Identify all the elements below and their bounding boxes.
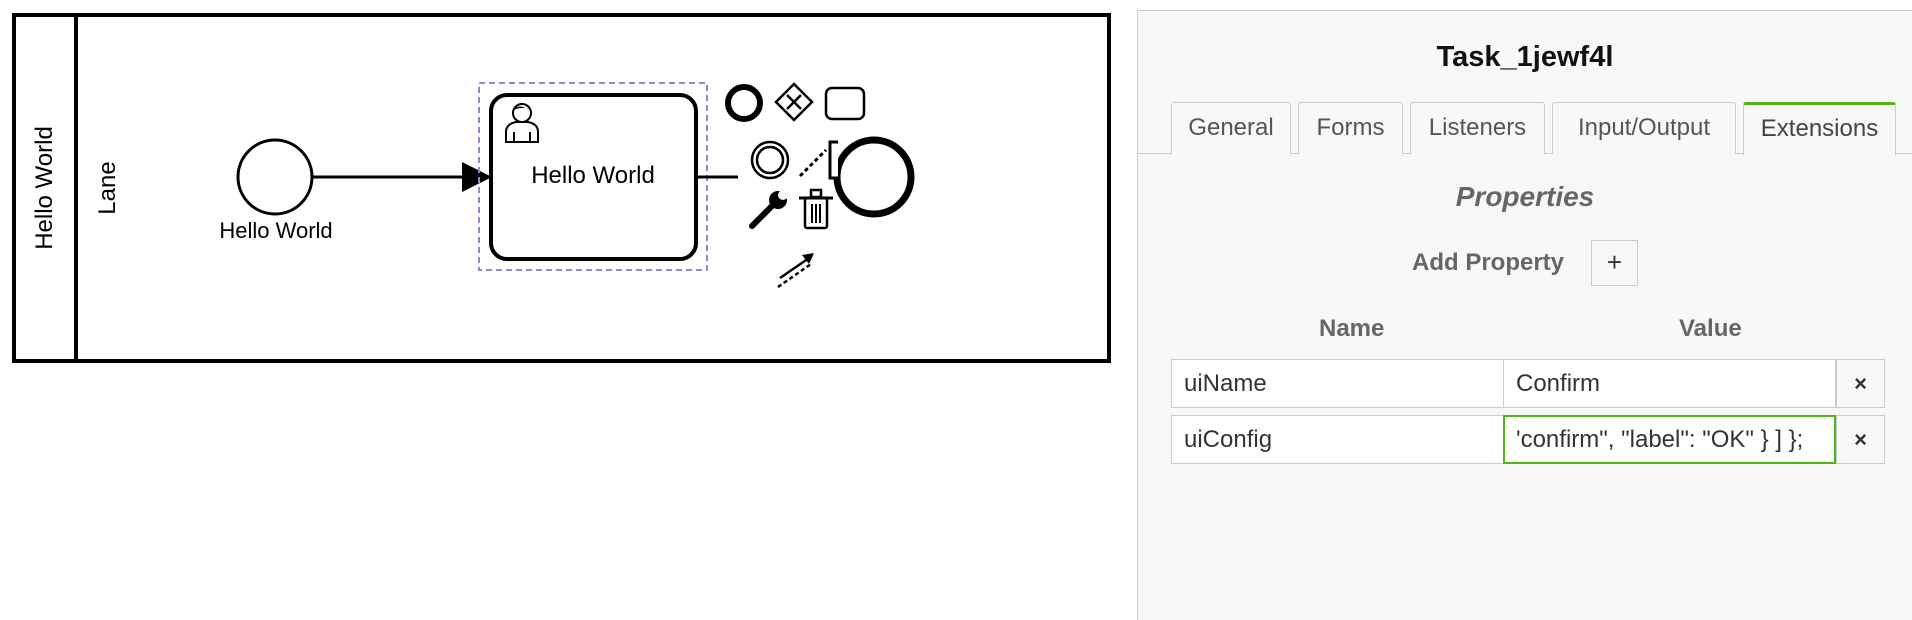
bpmn-canvas[interactable]: Hello World Lane Hello World Hello World	[0, 0, 1136, 620]
task-icon[interactable]	[824, 86, 866, 121]
property-name-input[interactable]: uiConfig	[1171, 415, 1504, 464]
tab-listeners[interactable]: Listeners	[1410, 102, 1545, 154]
panel-title: Task_1jewf4l	[1436, 41, 1614, 73]
user-icon	[505, 103, 539, 143]
start-event[interactable]	[236, 138, 314, 216]
tab-extensions[interactable]: Extensions	[1743, 102, 1896, 155]
gateway-icon[interactable]	[773, 82, 815, 125]
user-task[interactable]: Hello World	[489, 93, 698, 261]
lane-label: Lane	[94, 161, 121, 214]
start-event-label: Hello World	[219, 218, 332, 243]
properties-panel: Task_1jewf4l General Forms Listeners Inp…	[1137, 10, 1912, 620]
trash-icon[interactable]	[799, 188, 833, 230]
participant-label: Hello World	[31, 126, 58, 250]
property-value-input[interactable]: Confirm	[1503, 359, 1836, 408]
property-value-input[interactable]: 'confirm", "label": "OK" } ] };	[1503, 415, 1836, 464]
remove-property-button[interactable]: ×	[1836, 359, 1885, 408]
tab-forms[interactable]: Forms	[1298, 102, 1403, 154]
text-annotation-icon[interactable]	[798, 140, 838, 180]
property-name-input[interactable]: uiName	[1171, 359, 1504, 408]
connect-icon[interactable]	[777, 253, 814, 289]
column-header-value: Value	[1679, 315, 1742, 342]
intermediate-event-icon[interactable]	[750, 140, 790, 180]
add-property-label: Add Property	[1412, 249, 1565, 276]
wrench-icon[interactable]	[749, 190, 788, 229]
remove-property-button[interactable]: ×	[1836, 415, 1885, 464]
add-property-button[interactable]: +	[1591, 240, 1638, 286]
diagram-svg[interactable]: Hello World Lane Hello World Hello World	[0, 0, 1136, 620]
tab-general[interactable]: General	[1171, 102, 1291, 154]
tab-input-output[interactable]: Input/Output	[1552, 102, 1736, 154]
task-label: Hello World	[531, 162, 655, 189]
column-header-name: Name	[1319, 315, 1385, 342]
section-title: Properties	[1455, 181, 1595, 212]
end-event[interactable]	[833, 136, 915, 218]
context-pad[interactable]	[723, 82, 866, 289]
end-event-icon[interactable]	[723, 83, 765, 125]
